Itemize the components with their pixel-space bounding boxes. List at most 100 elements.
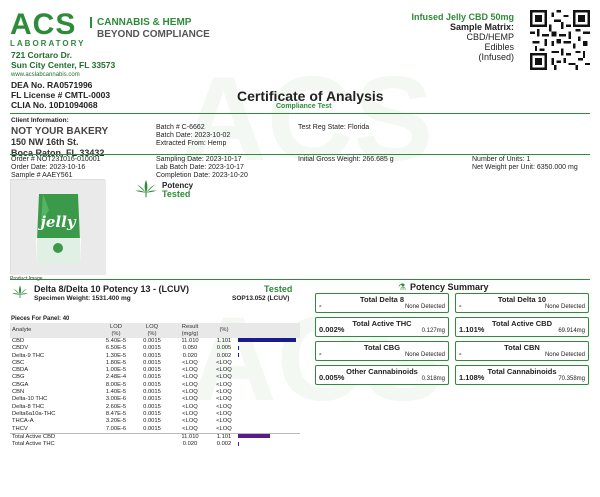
result-cell: <LOQ [182,374,198,381]
results-table: Analyte LOD (%) LOQ (%) Result (mg/g) (%… [10,323,300,448]
lod-cell: 3.20E-5 [105,418,127,425]
page-subtitle: Compliance Test [276,103,332,110]
potency-card-name: Total Active CBD [491,319,552,328]
panel-sop: SOP13.052 (LCUV) [232,295,290,302]
net-weight-per-unit: Net Weight per Unit: 6350.000 mg [472,164,578,171]
potency-label: Potency [162,181,194,190]
analyte-cell: CBGA [12,381,29,388]
result-bar-cell [238,353,300,360]
lab-address-1: 721 Cortaro Dr. [11,50,72,60]
potency-card-name: Total CBN [504,343,540,352]
potency-card-value: None Detected [404,352,445,358]
col-lod: LOD (%) [110,324,122,337]
logo-main: ACS [10,8,77,41]
result-bar-cell [238,441,300,448]
potency-card-value: 0.318mg [421,376,445,382]
client-info: Client Information: NOT YOUR BAKERY 150 … [11,115,108,159]
flask-icon: ⚗ [398,282,407,292]
result-bar [238,441,239,446]
analyte-cell: Delta-10 THC [12,396,48,403]
potency-card: Total Delta 10-None Detected [455,293,589,313]
result-bar-cell [238,389,300,396]
potency-summary-title: Potency Summary [410,282,489,292]
result-bar-cell [238,404,300,411]
pieces-for-panel: Pieces For Panel: 40 [11,316,70,322]
potency-card-value: 69.914mg [558,328,585,334]
sample-matrix-1: CBD/HEMP [466,32,514,42]
lod-cell: 8.00E-5 [105,381,127,388]
pct-cell: <LOQ [216,418,232,425]
potency-card-value: 0.127mg [421,328,445,334]
sample-matrix-label: Sample Matrix: [449,22,514,32]
loq-cell: 0.0015 [143,345,161,352]
result-cell: <LOQ [182,418,198,425]
acs-logo: ACS LABORATORY CANNABIS & HEMP BEYOND CO… [10,8,210,49]
panel-status: Tested [264,284,293,294]
result-bar [238,434,270,439]
potency-card-percent: - [319,301,322,310]
pct-cell: <LOQ [216,396,232,403]
result-cell: 0.050 [182,345,198,352]
lod-cell: 1.00E-5 [105,367,127,374]
loq-cell: 0.0015 [143,403,161,410]
result-cell: <LOQ [182,359,198,366]
lod-cell: 2.48E-4 [105,374,127,381]
client-label: Client Information: [11,117,69,124]
potency-card-name: Total Cannabinoids [487,367,557,376]
completion-date: Completion Date: 2023-10-20 [156,172,248,179]
divider-top [10,113,590,114]
initial-gross-weight: Initial Gross Weight: 266.685 g [298,156,394,163]
result-bar [238,353,239,358]
batch-date: Batch Date: 2023-10-02 [156,132,231,139]
loq-cell: 0.0015 [143,374,161,381]
potency-card-percent: - [319,349,322,358]
analyte-cell: Total Active CBD [10,432,98,442]
potency-card-name: Total CBG [363,343,401,352]
analyte-cell: CBDV [12,345,29,352]
result-cell: 0.020 [182,441,198,448]
pct-cell: 0.005 [216,345,232,352]
loq-cell: 0.0015 [143,396,161,403]
result-cell: 0.020 [182,352,198,359]
lod-cell: 1.30E-5 [105,352,127,359]
lod-cell: 7.00E-6 [105,425,127,432]
result-bar-cell [238,338,300,345]
analyte-cell: CBC [12,359,25,366]
svg-text:jelly: jelly [37,213,76,231]
results-header-row: Analyte LOD (%) LOQ (%) Result (mg/g) (%… [10,323,300,338]
divider-results [10,279,590,280]
lab-website[interactable]: www.acslabcannabis.com [11,72,80,78]
divider-mid [10,154,590,155]
potency-card-value: None Detected [404,304,445,310]
qr-code-icon[interactable] [530,10,590,70]
col-pct: (%) [219,327,229,334]
sample-matrix-2: Edibles [484,42,514,52]
analyte-cell: CBG [12,374,25,381]
result-bar-cell [238,382,300,389]
pct-cell: <LOQ [216,381,232,388]
result-bar-cell [238,426,300,434]
order-number: Order # NOT231016-010001 [11,156,101,163]
loq-cell: 0.0015 [143,425,161,432]
potency-card-percent: - [459,301,462,310]
lod-cell [98,441,134,448]
cannabis-leaf-icon [135,180,157,198]
potency-card-percent: - [459,349,462,358]
page-title: Certificate of Analysis [237,88,384,104]
loq-cell: 0.0015 [143,418,161,425]
analyte-cell: Delta-9 THC [12,352,45,359]
potency-card-percent: 0.005% [319,373,345,382]
result-cell: 11.010 [170,432,210,442]
col-loq: LOQ (%) [145,324,159,337]
